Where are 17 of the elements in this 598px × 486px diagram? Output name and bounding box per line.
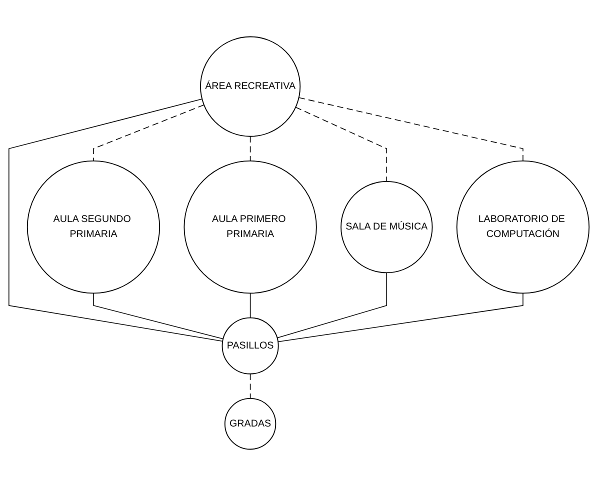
- connector: [295, 106, 388, 182]
- connector: [8, 98, 224, 342]
- node-circle: AULA PRIMERO PRIMARIA: [184, 160, 317, 294]
- node-circle: GRADAS: [224, 398, 276, 450]
- connector: [93, 104, 204, 162]
- connector: [278, 292, 524, 342]
- node-circle: LABORATORIO DE COMPUTACIÓN: [456, 160, 590, 294]
- node-circle: SALA DE MÚSICA: [340, 181, 433, 274]
- node-circle: ÁREA RECREATIVA: [200, 36, 301, 137]
- connector: [250, 136, 251, 162]
- node-circle: AULA SEGUNDO PRIMARIA: [26, 160, 160, 294]
- node-circle: PASILLOS: [222, 317, 279, 374]
- connector: [298, 97, 524, 162]
- connector: [250, 373, 251, 399]
- connector: [276, 272, 388, 338]
- connector: [250, 292, 251, 318]
- connector: [93, 292, 224, 340]
